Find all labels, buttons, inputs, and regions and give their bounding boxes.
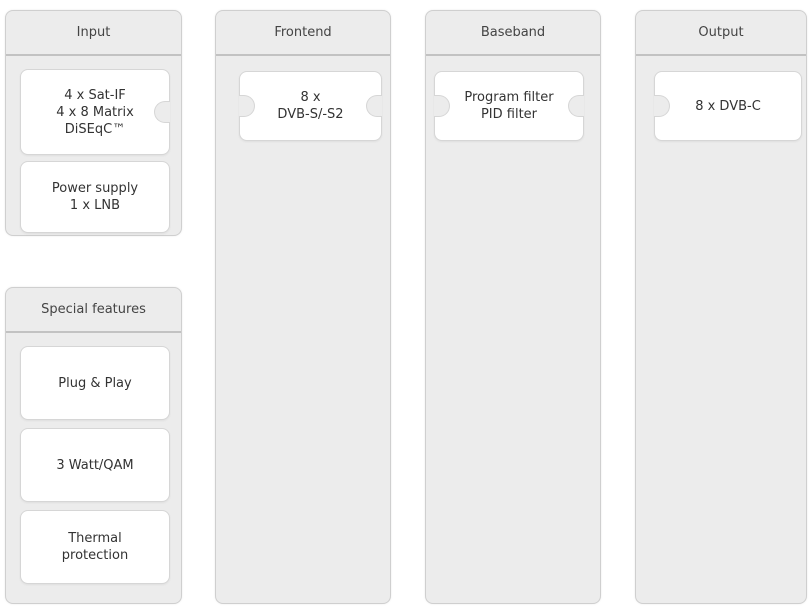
frontend-panel: Frontend 8 x DVB-S/-S2 xyxy=(215,10,391,604)
special-features-title: Special features xyxy=(6,288,181,333)
output-card-dvb-c-text: 8 x DVB-C xyxy=(695,98,761,114)
connector-notch xyxy=(568,95,584,117)
input-card-power-supply: Power supply 1 x LNB xyxy=(20,161,170,233)
output-panel-title: Output xyxy=(636,11,806,56)
baseband-panel: Baseband Program filter PID filter xyxy=(425,10,601,604)
input-card-sat-if-text: 4 x Sat-IF 4 x 8 Matrix DiSEqC™ xyxy=(56,87,134,137)
baseband-card-filters: Program filter PID filter xyxy=(434,71,584,141)
frontend-card-dvb-s2-text: 8 x DVB-S/-S2 xyxy=(277,90,344,122)
frontend-card-dvb-s2: 8 x DVB-S/-S2 xyxy=(239,71,382,141)
feature-card-plug-play: Plug & Play xyxy=(20,346,170,420)
connector-notch xyxy=(154,101,170,123)
output-card-dvb-c: 8 x DVB-C xyxy=(654,71,802,141)
connector-notch xyxy=(366,95,382,117)
special-features-panel: Special features Plug & Play 3 Watt/QAM … xyxy=(5,287,182,604)
connector-notch xyxy=(654,95,670,117)
feature-card-thermal-protection: Thermal protection xyxy=(20,510,170,584)
connector-notch xyxy=(434,95,450,117)
output-panel: Output 8 x DVB-C xyxy=(635,10,807,604)
baseband-panel-title: Baseband xyxy=(426,11,600,56)
feature-card-thermal-protection-text: Thermal protection xyxy=(61,531,129,563)
feature-card-watt-qam: 3 Watt/QAM xyxy=(20,428,170,502)
input-panel-title: Input xyxy=(6,11,181,56)
frontend-panel-title: Frontend xyxy=(216,11,390,56)
connector-notch xyxy=(239,95,255,117)
baseband-card-filters-text: Program filter PID filter xyxy=(464,90,554,122)
input-panel: Input 4 x Sat-IF 4 x 8 Matrix DiSEqC™ Po… xyxy=(5,10,182,236)
feature-card-plug-play-text: Plug & Play xyxy=(58,375,132,391)
input-card-power-supply-text: Power supply 1 x LNB xyxy=(51,181,139,213)
input-card-sat-if: 4 x Sat-IF 4 x 8 Matrix DiSEqC™ xyxy=(20,69,170,155)
feature-card-watt-qam-text: 3 Watt/QAM xyxy=(56,457,134,473)
